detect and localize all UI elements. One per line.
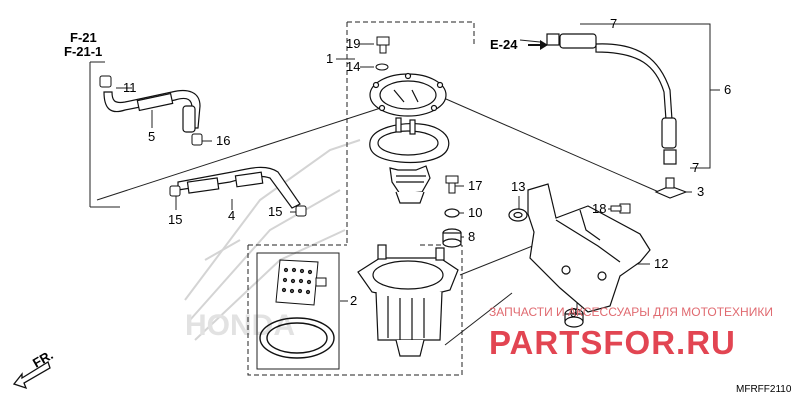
grommet-9 <box>564 308 584 328</box>
label-part-17: 17 <box>468 178 482 193</box>
fuel-hose-4 <box>177 166 301 209</box>
label-part-11: 11 <box>123 80 137 95</box>
front-label: FR. <box>30 347 56 370</box>
fuel-pump-lower <box>357 244 459 357</box>
pump-top-flange <box>369 72 447 117</box>
label-part-6: 6 <box>724 82 731 97</box>
diagram-code: MFRFF2110 <box>736 384 792 395</box>
bolt-19 <box>375 36 390 71</box>
background-wing-logo: HONDA <box>184 139 361 342</box>
bolt-18 <box>610 203 631 214</box>
label-part-8: 8 <box>468 229 475 244</box>
label-part-14: 14 <box>346 59 360 74</box>
leader-lines <box>89 23 720 346</box>
ref-f21: F-21 <box>70 30 97 45</box>
label-part-1: 1 <box>326 51 333 66</box>
label-part-4: 4 <box>228 208 235 223</box>
label-part-13: 13 <box>511 179 525 194</box>
watermark: ЗАПЧАСТИ И АКСЕССУАРЫ ДЛЯ МОТОТЕХНИКИ PA… <box>489 305 773 361</box>
watermark-tagline: ЗАПЧАСТИ И АКСЕССУАРЫ ДЛЯ МОТОТЕХНИКИ <box>489 305 773 319</box>
part-number-labels: 1 2 3 4 5 6 7 7 8 9 10 11 12 13 14 15 15… <box>123 16 731 320</box>
label-part-15a: 15 <box>168 212 182 227</box>
label-part-15b: 15 <box>268 204 282 219</box>
label-part-9: 9 <box>570 305 577 320</box>
connector-3 <box>654 177 688 199</box>
label-part-7a: 7 <box>610 16 617 31</box>
screw-17 <box>445 175 459 194</box>
front-direction-arrow-icon <box>12 361 51 390</box>
fuel-pump-upper <box>369 117 450 204</box>
grommet-8 <box>442 228 462 248</box>
ref-f211: F-21-1 <box>64 44 102 59</box>
label-part-2: 2 <box>350 293 357 308</box>
grommet-13 <box>508 208 528 222</box>
label-part-12: 12 <box>654 256 668 271</box>
label-part-19: 19 <box>346 36 360 51</box>
label-part-5: 5 <box>148 129 155 144</box>
label-part-16: 16 <box>216 133 230 148</box>
watermark-site: PARTSFOR.RU <box>489 324 736 361</box>
clamps <box>99 75 307 217</box>
label-part-7b: 7 <box>692 160 699 175</box>
fuel-hose-6 <box>546 33 677 165</box>
label-part-10: 10 <box>468 205 482 220</box>
label-part-18: 18 <box>592 201 606 216</box>
svg-text:HONDA: HONDA <box>185 309 295 342</box>
label-part-3: 3 <box>697 184 704 199</box>
ref-e24: E-24 <box>490 37 518 52</box>
bracket-12 <box>527 183 651 313</box>
gasket-2 <box>275 259 327 306</box>
o-ring <box>259 317 335 359</box>
washer-10 <box>444 208 460 218</box>
fuel-hose-5 <box>103 89 201 133</box>
e24-arrow-icon <box>528 40 548 50</box>
gasket-group-box <box>256 252 340 370</box>
